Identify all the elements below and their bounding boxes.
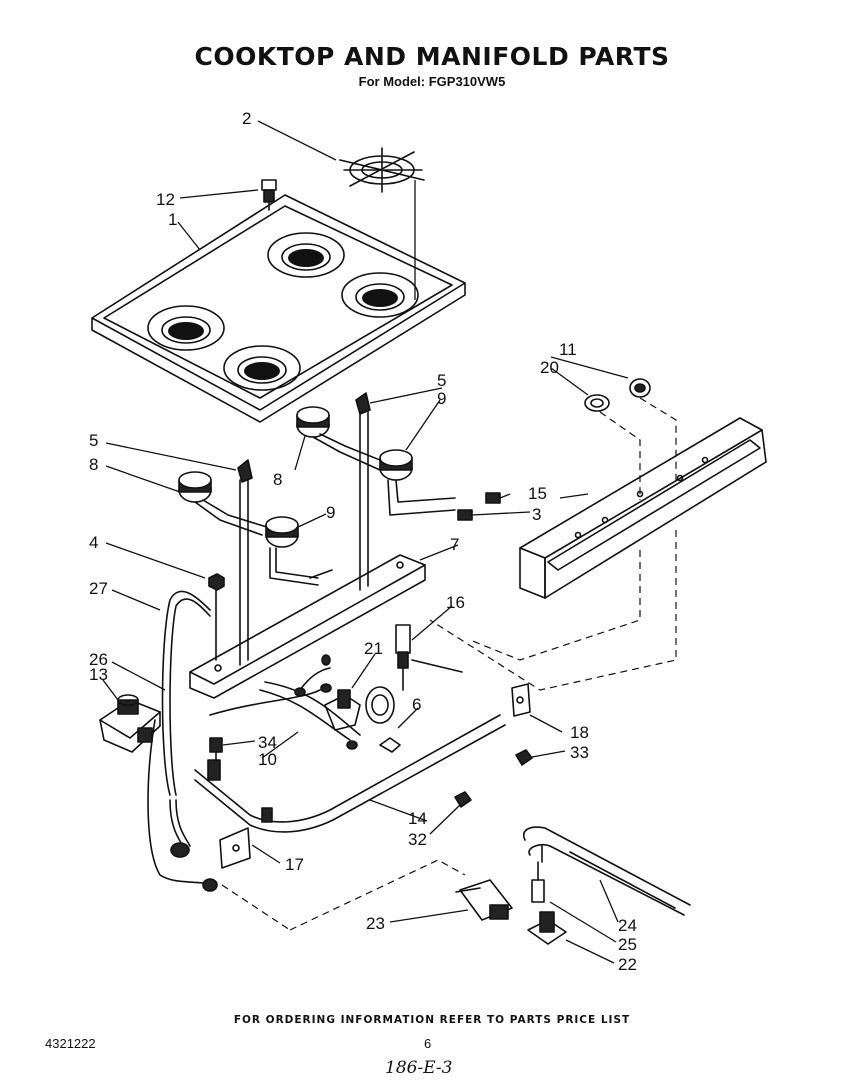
callout-16: 16 (446, 593, 465, 612)
callout-5-left: 5 (89, 431, 98, 450)
oven-safety-valve (455, 879, 513, 921)
callout-10: 10 (258, 750, 277, 769)
burner-assembly-right (296, 406, 456, 516)
spark-electrode (395, 624, 463, 691)
callout-9-left: 9 (326, 503, 335, 522)
leader-lines (102, 120, 629, 964)
manifold-pipe (147, 590, 218, 892)
burner-bowl-rear-left (267, 232, 345, 278)
ordering-note: FOR ORDERING INFORMATION REFER TO PARTS … (233, 1014, 631, 1026)
callout-15: 15 (528, 484, 547, 503)
callout-6: 6 (412, 695, 421, 714)
page-number: 6 (424, 1036, 432, 1051)
dashed-connections (221, 397, 677, 931)
callout-25: 25 (618, 935, 637, 954)
oven-valve-body (527, 911, 567, 945)
cooktop-panel (91, 194, 466, 423)
model-subtitle: For Model: FGP310VW5 (358, 74, 506, 89)
nut (208, 573, 225, 661)
callout-20: 20 (540, 358, 559, 377)
spacer (209, 737, 223, 761)
callout-24: 24 (618, 916, 637, 935)
callout-34: 34 (258, 733, 277, 752)
tube-screw (454, 791, 472, 808)
callout-1: 1 (168, 210, 177, 229)
callout-22: 22 (618, 955, 637, 974)
callout-7: 7 (450, 535, 459, 554)
callout-labels: 2 12 1 5 9 5 8 8 9 3 15 11 20 4 7 27 16 … (89, 109, 637, 974)
callout-26: 26 (89, 650, 108, 669)
callout-23: 23 (366, 914, 385, 933)
callout-9-right: 9 (437, 389, 446, 408)
burner-support-bracket (189, 411, 426, 699)
pressure-regulator (99, 694, 161, 753)
mounting-bracket (511, 683, 531, 717)
document-number: 4321222 (45, 1036, 96, 1051)
bracket-screw (515, 749, 533, 766)
orifice-upper (485, 492, 501, 504)
handwritten-note: 186-E-3 (385, 1058, 453, 1078)
control-knob-insert (584, 394, 610, 412)
callout-33: 33 (570, 743, 589, 762)
callout-8-right: 8 (273, 470, 282, 489)
callout-27: 27 (89, 579, 108, 598)
callout-32: 32 (408, 830, 427, 849)
callout-21: 21 (364, 639, 383, 658)
callout-8-left: 8 (89, 455, 98, 474)
burner-grate (339, 147, 425, 193)
manifold-panel (519, 417, 767, 599)
burner-bowl-front-right (223, 345, 301, 391)
burner-bowl-rear-right (341, 272, 419, 318)
callout-17: 17 (285, 855, 304, 874)
manifold-tube (194, 714, 506, 833)
callout-5-right: 5 (437, 371, 446, 390)
oven-burner-tube (523, 826, 691, 916)
callout-4: 4 (89, 533, 98, 552)
page-title: COOKTOP AND MANIFOLD PARTS (194, 42, 670, 71)
orifice-lower (457, 509, 473, 521)
callout-12: 12 (156, 190, 175, 209)
control-knob (629, 378, 651, 398)
clip-left (237, 459, 253, 483)
cooktop-screw (261, 179, 277, 211)
callout-18: 18 (570, 723, 589, 742)
burner-bowl-front-left (147, 305, 225, 351)
callout-11: 11 (559, 340, 577, 359)
oven-igniter (531, 861, 545, 903)
callout-14: 14 (408, 809, 427, 828)
callout-13: 13 (89, 665, 108, 684)
ignition-switch-assembly (209, 654, 401, 753)
burner-assembly-left (178, 471, 333, 586)
clip-right (355, 392, 371, 415)
callout-2: 2 (242, 109, 251, 128)
callout-3: 3 (532, 505, 541, 524)
tube-bracket (219, 827, 251, 869)
